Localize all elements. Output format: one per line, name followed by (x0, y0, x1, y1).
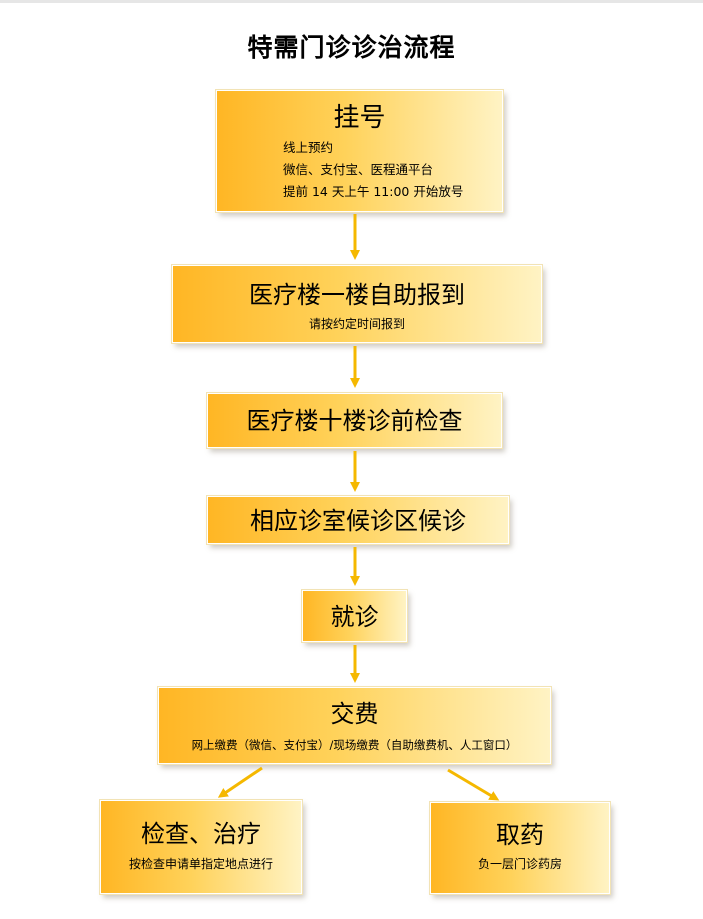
step-pharmacy-title: 取药 (496, 821, 544, 849)
step-register-lines: 线上预约 微信、支付宝、医程通平台 提前 14 天上午 11:00 开始放号 (283, 137, 503, 203)
step-payment-title: 交费 (330, 700, 379, 728)
step-checkin-title: 医疗楼一楼自助报到 (249, 281, 465, 309)
step-pharmacy-note: 负一层门诊药房 (477, 857, 562, 871)
step-pharmacy-box: 取药 负一层门诊药房 (430, 802, 610, 894)
step-consult-box: 就诊 (302, 590, 407, 642)
step-precheck-title: 医疗楼十楼诊前检查 (246, 407, 463, 435)
diagram-title: 特需门诊诊治流程 (247, 33, 456, 62)
step-waiting-title: 相应诊室候诊区候诊 (250, 507, 466, 535)
step-payment-note: 网上缴费（微信、支付宝）/现场缴费（自助缴费机、人工窗口） (191, 738, 518, 752)
step-register-line-1: 线上预约 (283, 140, 334, 155)
step-checkin-box: 医疗楼一楼自助报到 请按约定时间报到 (172, 265, 542, 343)
step-exam-title: 检查、治疗 (141, 820, 261, 848)
arrow-payment-to-pharmacy (447, 768, 500, 801)
step-consult-title: 就诊 (330, 603, 379, 631)
step-checkin-note: 请按约定时间报到 (308, 317, 405, 331)
top-rule (0, 0, 703, 3)
step-payment-box: 交费 网上缴费（微信、支付宝）/现场缴费（自助缴费机、人工窗口） (158, 687, 551, 764)
step-exam-box: 检查、治疗 按检查申请单指定地点进行 (100, 800, 302, 894)
step-register-line-3: 提前 14 天上午 11:00 开始放号 (283, 184, 464, 199)
step-register-title: 挂号 (333, 103, 386, 133)
step-register-box: 挂号 线上预约 微信、支付宝、医程通平台 提前 14 天上午 11:00 开始放… (216, 90, 503, 212)
step-exam-note: 按检查申请单指定地点进行 (128, 857, 273, 871)
arrow-payment-to-exam (217, 766, 263, 798)
step-precheck-box: 医疗楼十楼诊前检查 (207, 393, 502, 448)
step-register-line-2: 微信、支付宝、医程通平台 (283, 162, 434, 177)
step-waiting-box: 相应诊室候诊区候诊 (207, 496, 509, 544)
